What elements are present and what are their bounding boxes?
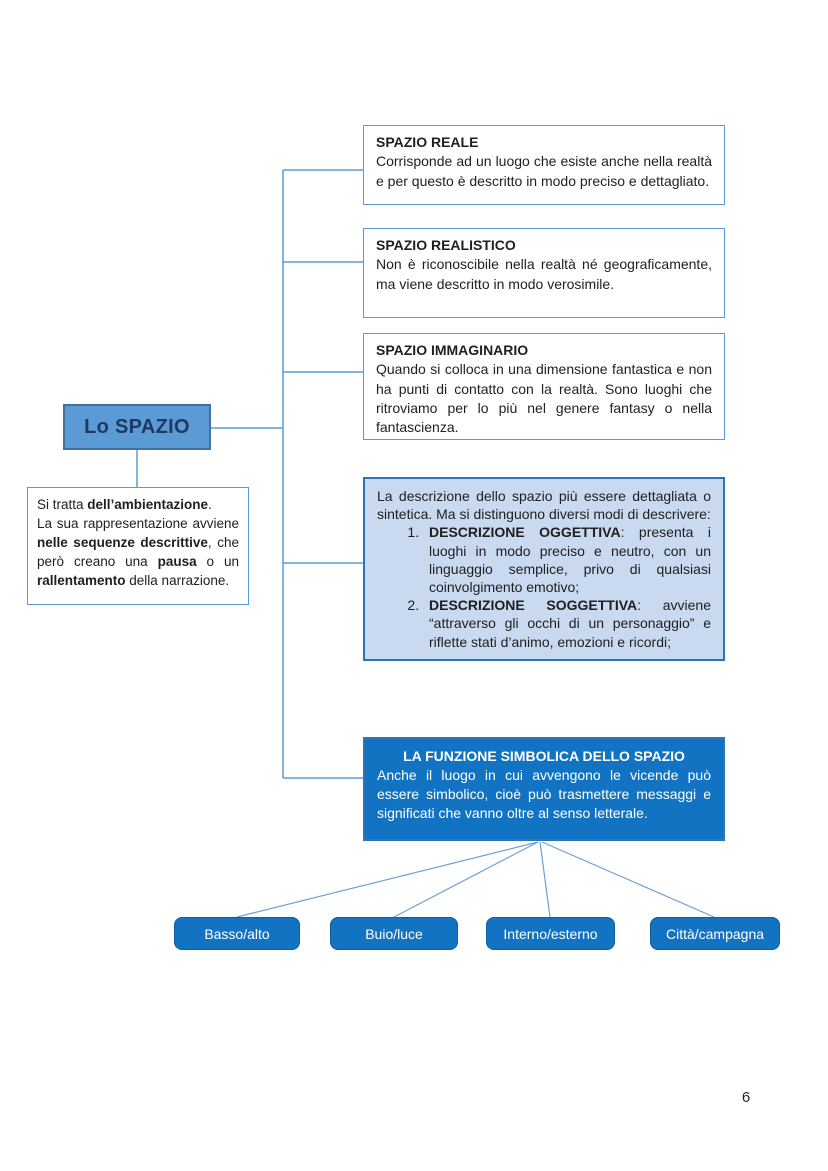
connector-fan-basso-alto [236,841,539,918]
leaf-interno-esterno-label: Interno/esterno [503,925,598,942]
list-item-descrizione-oggettiva: DESCRIZIONE OGGETTIVA: presenta i luoghi… [423,523,711,596]
node-root-lo-spazio: Lo SPAZIO [63,404,211,450]
list-item-descrizione-soggettiva: DESCRIZIONE SOGGETTIVA: avviene “attrave… [423,596,711,651]
node-descrizione-intro: La descrizione dello spazio più essere d… [377,488,711,523]
node-descrizione-list: DESCRIZIONE OGGETTIVA: presenta i luoghi… [377,523,711,650]
leaf-interno-esterno: Interno/esterno [486,917,615,950]
leaf-buio-luce-label: Buio/luce [365,925,423,942]
connector-fan-citta-campagna [541,841,715,918]
node-funzione-simbolica-body: Anche il luogo in cui avvengono le vicen… [377,767,711,822]
node-spazio-immaginario-title: SPAZIO IMMAGINARIO [376,342,529,358]
node-spazio-immaginario: SPAZIO IMMAGINARIO Quando si colloca in … [363,333,725,440]
node-descrizione: La descrizione dello spazio più essere d… [363,477,725,661]
node-spazio-realistico: SPAZIO REALISTICO Non è riconoscibile ne… [363,228,725,318]
connector-fan-interno-esterno [539,841,551,918]
node-spazio-realistico-title: SPAZIO REALISTICO [376,237,516,253]
leaf-basso-alto: Basso/alto [174,917,300,950]
leaf-basso-alto-label: Basso/alto [204,925,270,942]
node-funzione-simbolica-title: LA FUNZIONE SIMBOLICA DELLO SPAZIO [403,748,685,764]
node-root-label: Lo SPAZIO [84,415,190,438]
leaf-citta-campagna-label: Città/campagna [665,925,765,942]
connector-fan-buio-luce [393,841,539,918]
node-spazio-reale-title: SPAZIO REALE [376,134,479,150]
node-spazio-reale: SPAZIO REALE Corrisponde ad un luogo che… [363,125,725,205]
node-spazio-realistico-body: Non è riconoscibile nella realtà né geog… [376,256,712,292]
node-spazio-reale-body: Corrisponde ad un luogo che esiste anche… [376,153,712,189]
node-ambientazione-note: Si tratta dell’ambientazione. La sua rap… [27,487,249,605]
leaf-buio-luce: Buio/luce [330,917,458,950]
leaf-citta-campagna: Città/campagna [650,917,780,950]
node-spazio-immaginario-body: Quando si colloca in una dimensione fant… [376,361,712,436]
node-funzione-simbolica: LA FUNZIONE SIMBOLICA DELLO SPAZIO Anche… [363,737,725,841]
page-number: 6 [741,1089,751,1106]
